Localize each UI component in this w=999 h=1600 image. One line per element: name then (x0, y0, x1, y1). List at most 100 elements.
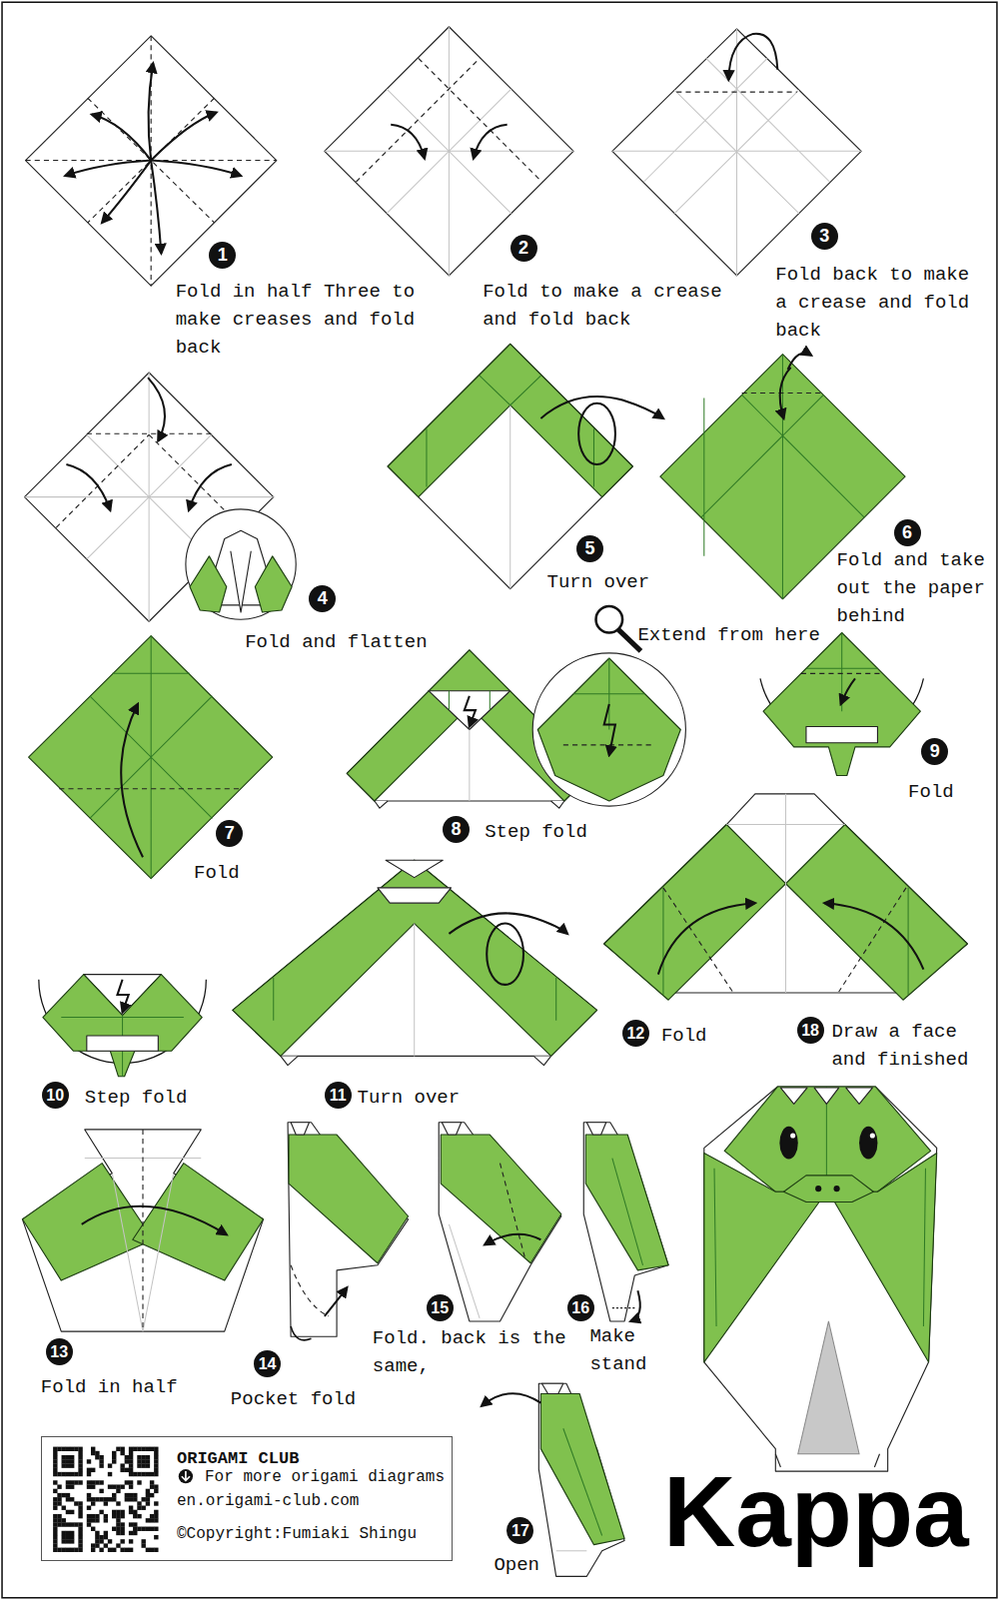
qr-code (111, 1527, 116, 1532)
qr-code (86, 1518, 91, 1523)
qr-code (90, 1527, 95, 1532)
qr-code (149, 1472, 154, 1477)
download-icon (178, 1469, 193, 1484)
qr-code (124, 1459, 129, 1464)
step-2-figure (324, 26, 574, 276)
qr-code (132, 1472, 137, 1477)
step-18-figure (846, 1087, 874, 1104)
step-7-figure (120, 704, 143, 858)
qr-code (77, 1535, 82, 1540)
qr-code (128, 1451, 133, 1456)
qr-code (86, 1493, 91, 1498)
qr-code (124, 1455, 129, 1460)
qr-code (69, 1548, 74, 1553)
step-14-figure (324, 1287, 347, 1317)
step-18-figure (780, 1087, 808, 1104)
step-8-figure (468, 730, 470, 803)
step-7-figure (28, 636, 273, 880)
qr-code (145, 1459, 150, 1464)
step-12-figure (786, 825, 969, 1001)
qr-code (61, 1447, 66, 1452)
step-number: 9 (921, 738, 949, 766)
qr-code (111, 1493, 116, 1498)
step-11-figure (280, 1055, 552, 1065)
qr-code (56, 1522, 61, 1527)
qr-code (149, 1447, 154, 1452)
qr-code (145, 1501, 150, 1506)
qr-code (52, 1468, 57, 1473)
qr-code (115, 1531, 120, 1536)
step-2-figure (355, 57, 542, 182)
qr-code (61, 1493, 66, 1498)
qr-code (140, 1539, 145, 1544)
qr-code (52, 1501, 57, 1506)
qr-code (90, 1543, 95, 1548)
qr-code (86, 1484, 91, 1489)
qr-code (61, 1535, 66, 1540)
step-9-figure (801, 673, 884, 675)
step-14-figure (287, 1122, 409, 1338)
step-18-figure (798, 1321, 860, 1455)
step-8-figure (596, 606, 624, 634)
step-number: 15 (426, 1294, 454, 1322)
step-instruction: Fold and take out the paper behind (837, 546, 991, 631)
qr-code (65, 1447, 70, 1452)
step-16-figure (586, 1122, 606, 1135)
step-4-figure (230, 551, 251, 613)
step-1-figure (25, 35, 277, 286)
qr-code (65, 1472, 70, 1477)
qr-code (103, 1543, 108, 1548)
step-instruction: Turn over (546, 568, 650, 597)
qr-code (136, 1527, 141, 1532)
step-8-figure (618, 629, 641, 651)
step-16-figure (612, 1307, 635, 1309)
qr-code (52, 1447, 57, 1452)
step-18-figure (714, 1086, 926, 1327)
qr-code (115, 1518, 120, 1523)
qr-code (136, 1472, 141, 1477)
qr-code (124, 1548, 129, 1553)
qr-code (153, 1447, 158, 1452)
step-11-figure (413, 924, 415, 1057)
qr-code (69, 1455, 74, 1460)
qr-code (136, 1480, 141, 1485)
qr-code (61, 1506, 66, 1511)
qr-code (119, 1514, 124, 1519)
step-1-figure (150, 112, 216, 161)
step-13-figure (21, 1129, 263, 1332)
qr-code (119, 1527, 124, 1532)
step-15-figure (438, 1122, 562, 1322)
qr-code (132, 1510, 137, 1515)
qr-code (128, 1484, 133, 1489)
qr-code (77, 1514, 82, 1519)
step-15-figure (484, 1234, 541, 1246)
qr-code (94, 1497, 99, 1502)
qr-code (52, 1518, 57, 1523)
qr-code (124, 1480, 129, 1485)
step-8-figure (374, 801, 565, 809)
qr-code (115, 1501, 120, 1506)
step-5-figure (387, 343, 664, 589)
qr-code (65, 1535, 70, 1540)
qr-code (119, 1510, 124, 1515)
qr-code (52, 1447, 158, 1553)
qr-code (98, 1455, 103, 1460)
qr-code (61, 1455, 66, 1460)
step-3-figure (612, 28, 862, 276)
qr-code (52, 1480, 57, 1485)
step-instruction: Step fold (84, 1083, 188, 1112)
qr-code (111, 1497, 116, 1502)
step-4-figure (24, 372, 274, 622)
qr-code (111, 1455, 116, 1460)
credit-text: en.origami-club.com (176, 1491, 359, 1512)
qr-code (94, 1518, 99, 1523)
step-number: 6 (894, 519, 922, 547)
qr-code (77, 1510, 82, 1515)
step-12-figure (604, 825, 787, 1001)
step-8-figure (448, 691, 490, 711)
qr-code (145, 1455, 150, 1460)
download-icon (181, 1471, 190, 1481)
step-instruction: Pocket fold (230, 1385, 356, 1414)
